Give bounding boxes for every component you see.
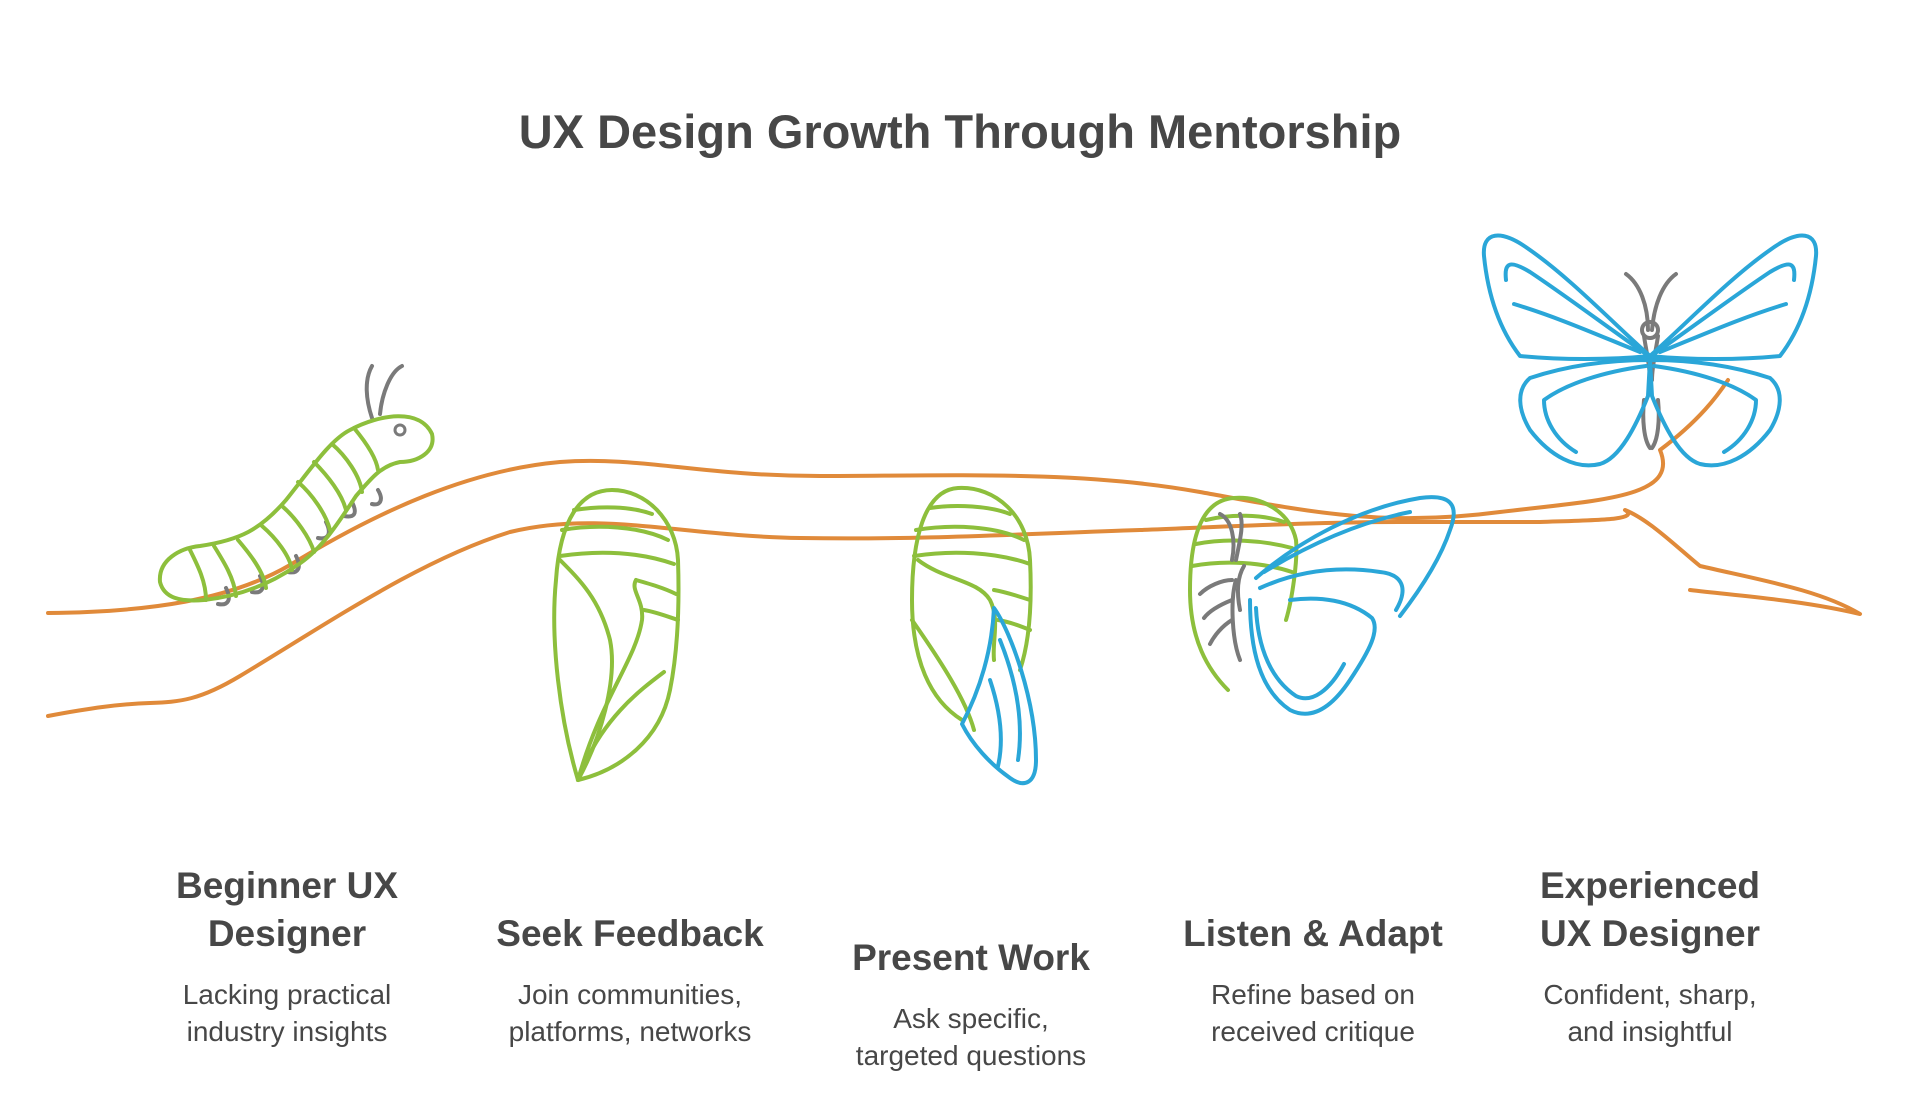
page-title: UX Design Growth Through Mentorship <box>518 105 1402 158</box>
butterfly-icon <box>1481 233 1819 468</box>
stage-title: Experienced UX Designer <box>1539 865 1761 954</box>
caterpillar-icon <box>157 364 435 607</box>
stage-title: Listen & Adapt <box>1183 913 1443 954</box>
stage-title: Seek Feedback <box>496 913 764 954</box>
stage-beginner: Beginner UX Designer Lacking practical i… <box>122 862 452 1050</box>
branch <box>46 378 1862 718</box>
stage-description: Lacking practical industry insights <box>182 979 392 1047</box>
chrysalis-icon <box>552 488 681 782</box>
stage-listen-adapt: Listen & Adapt Refine based on received … <box>1148 910 1478 1050</box>
stage-title: Present Work <box>852 937 1090 978</box>
stage-description: Refine based on received critique <box>1211 979 1415 1047</box>
emerging-butterfly-icon <box>1188 495 1456 716</box>
stage-title: Beginner UX Designer <box>175 865 399 954</box>
stage-experienced: Experienced UX Designer Confident, sharp… <box>1485 862 1815 1050</box>
emerging-chrysalis-icon <box>910 485 1038 786</box>
stage-description: Confident, sharp, and insightful <box>1543 979 1757 1047</box>
stage-present-work: Present Work Ask specific, targeted ques… <box>806 934 1136 1074</box>
stage-description: Ask specific, targeted questions <box>855 1003 1087 1071</box>
stage-seek-feedback: Seek Feedback Join communities, platform… <box>465 910 795 1050</box>
stage-description: Join communities, platforms, networks <box>508 979 752 1047</box>
